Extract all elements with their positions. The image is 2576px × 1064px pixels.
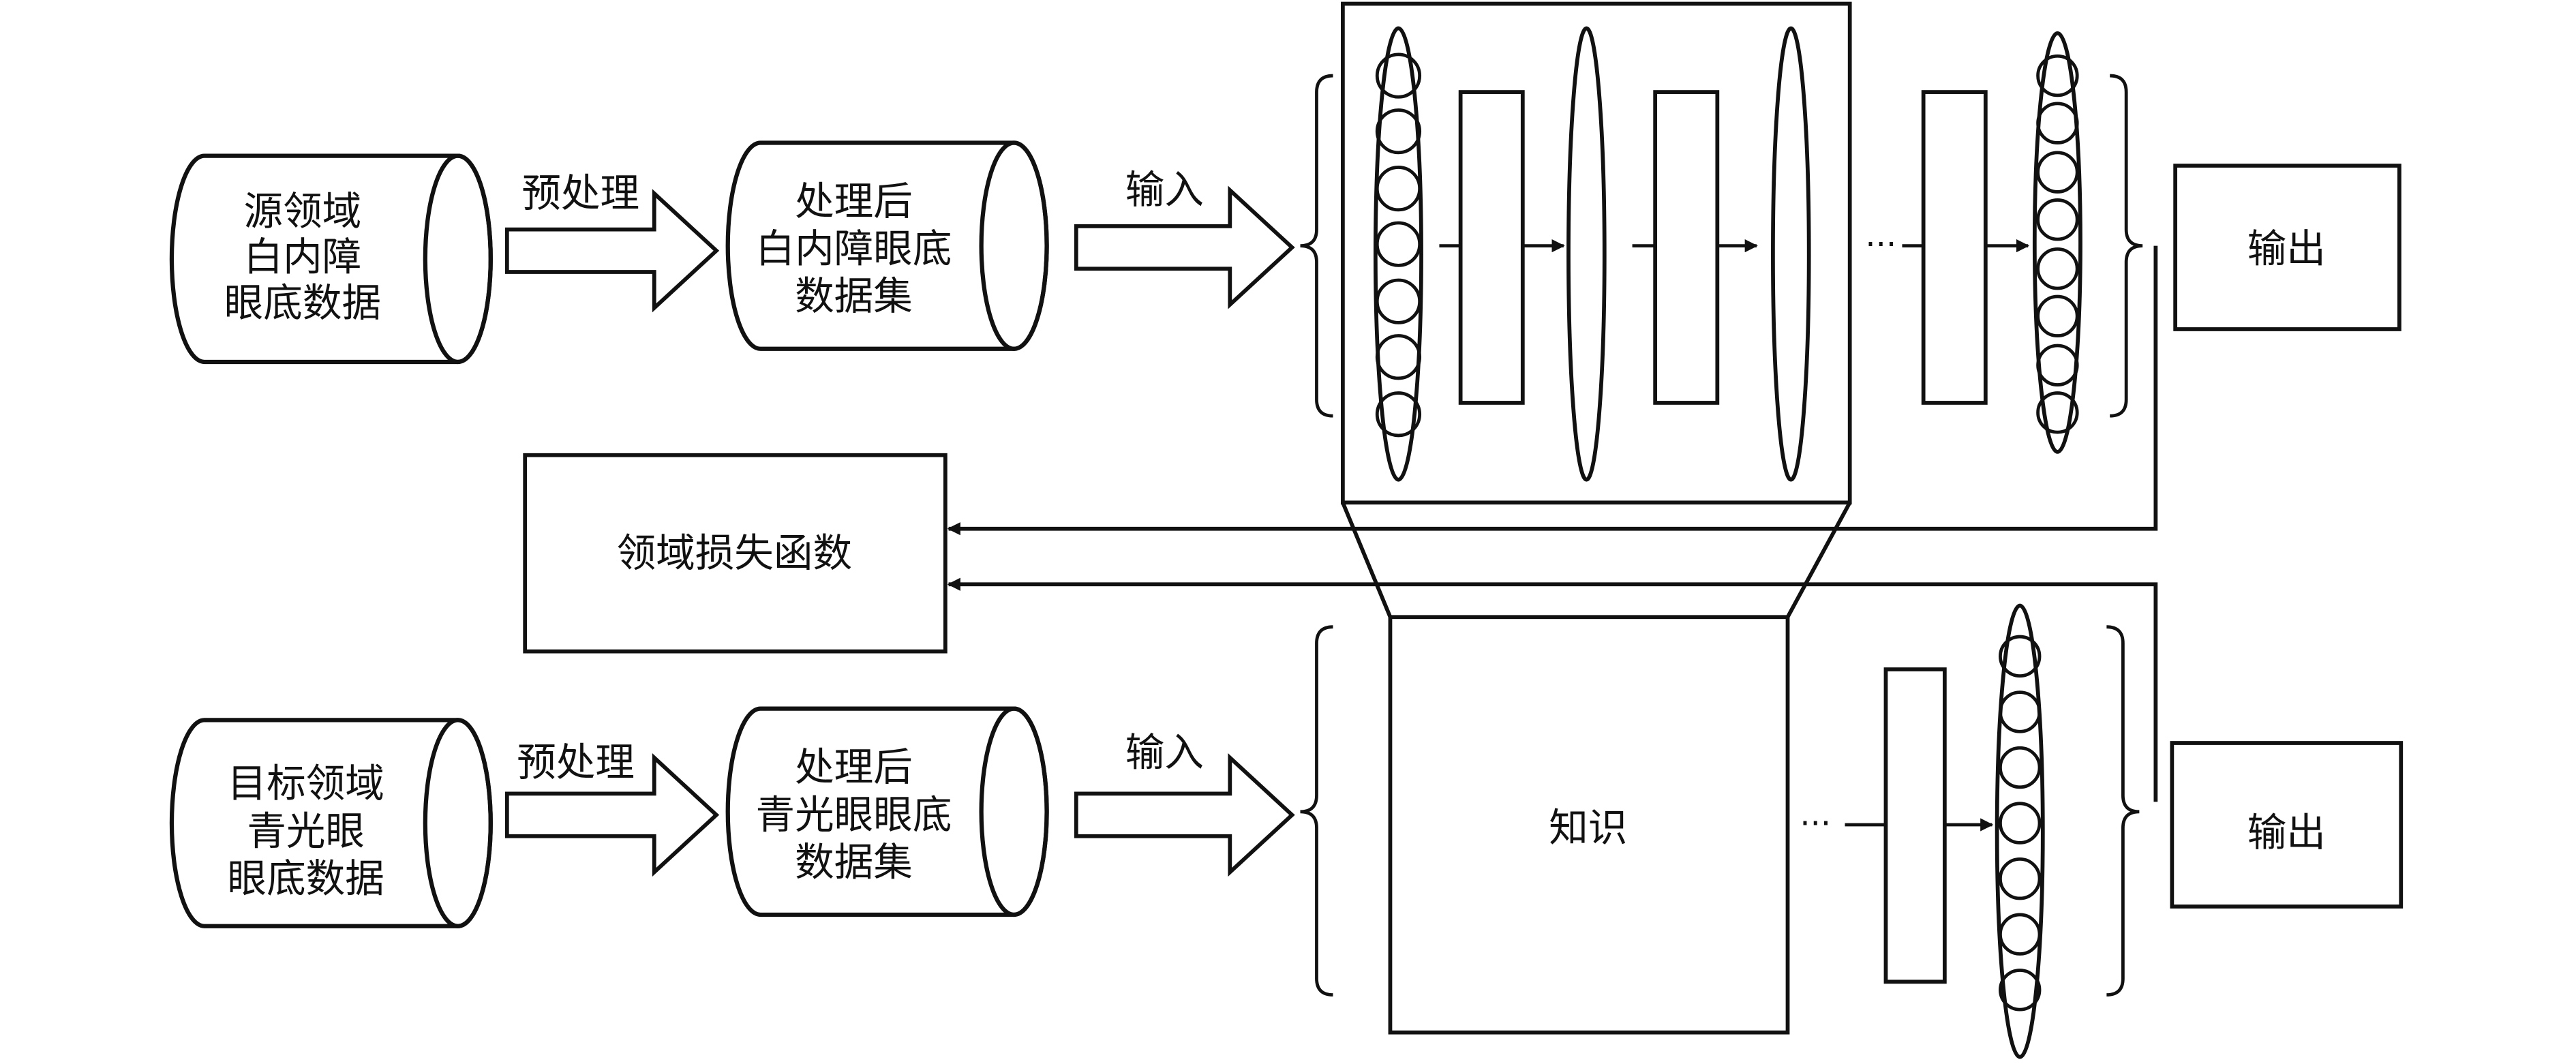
source-dataset-line-2: 白内障 xyxy=(244,234,362,280)
source-output-box xyxy=(2173,164,2401,331)
target-processed-line-3: 数据集 xyxy=(795,839,913,885)
source-preprocess-label: 预处理 xyxy=(521,170,639,216)
source-network-block-1 xyxy=(1458,90,1525,405)
source-input-arrow xyxy=(1074,185,1295,309)
target-dataset-line-2: 青光眼 xyxy=(247,808,365,854)
transfer-line-left xyxy=(1341,502,1393,618)
target-output-box xyxy=(2170,741,2404,909)
transfer-line-right xyxy=(1785,501,1852,618)
source-processed-line-2: 白内障眼底 xyxy=(756,226,952,272)
source-network-dots: ··· xyxy=(1865,226,1896,264)
source-network-frame xyxy=(1340,1,1852,505)
source-processed-dataset-cylinder: 处理后 白内障眼底 数据集 xyxy=(725,140,1049,351)
target-preprocess-label: 预处理 xyxy=(517,740,635,785)
target-network-right-brace xyxy=(2106,625,2140,997)
target-processed-dataset-cylinder: 处理后 青光眼眼底 数据集 xyxy=(725,706,1049,917)
target-network-left-brace xyxy=(1300,625,1333,997)
source-loss-connector xyxy=(947,245,2158,536)
target-network-block xyxy=(1883,667,1947,984)
target-input-label: 输入 xyxy=(1125,730,1204,776)
source-network-block-2 xyxy=(1653,90,1720,405)
source-network-output-layer xyxy=(2032,31,2082,454)
source-network-layer-3 xyxy=(1771,26,1811,482)
target-dataset-line-1: 目标领域 xyxy=(228,761,384,806)
source-network-block-3 xyxy=(1921,90,1988,405)
source-network-right-brace xyxy=(2110,74,2143,418)
target-network-output-layer xyxy=(1995,603,2045,1059)
source-dataset-line-3: 眼底数据 xyxy=(224,280,381,326)
target-raw-dataset-cylinder: 目标领域 青光眼 眼底数据 xyxy=(169,718,493,928)
source-preprocess-arrow xyxy=(504,189,720,313)
source-network-left-brace xyxy=(1300,74,1333,418)
target-preprocess-arrow xyxy=(504,753,720,877)
target-loss-connector xyxy=(947,577,2158,802)
target-network-dots: ··· xyxy=(1800,804,1831,842)
source-processed-line-1: 处理后 xyxy=(795,179,913,224)
source-network-layer-2 xyxy=(1566,26,1607,482)
domain-loss-box xyxy=(523,453,948,654)
target-processed-line-1: 处理后 xyxy=(795,744,913,790)
knowledge-box xyxy=(1388,615,1790,1035)
source-processed-line-3: 数据集 xyxy=(795,273,913,319)
source-raw-dataset-cylinder: 源领域 白内障 眼底数据 xyxy=(169,153,493,365)
target-input-arrow xyxy=(1074,753,1295,877)
domain-loss-label: 领域损失函数 xyxy=(617,530,852,576)
source-input-label: 输入 xyxy=(1125,167,1204,213)
knowledge-label: 知识 xyxy=(1549,805,1627,851)
source-dataset-line-1: 源领域 xyxy=(244,188,362,234)
target-dataset-line-3: 眼底数据 xyxy=(228,855,384,901)
source-output-label: 输出 xyxy=(2247,226,2326,272)
target-processed-line-2: 青光眼眼底 xyxy=(756,792,952,838)
target-output-label: 输出 xyxy=(2247,810,2326,855)
source-network-input-layer xyxy=(1373,26,1423,482)
